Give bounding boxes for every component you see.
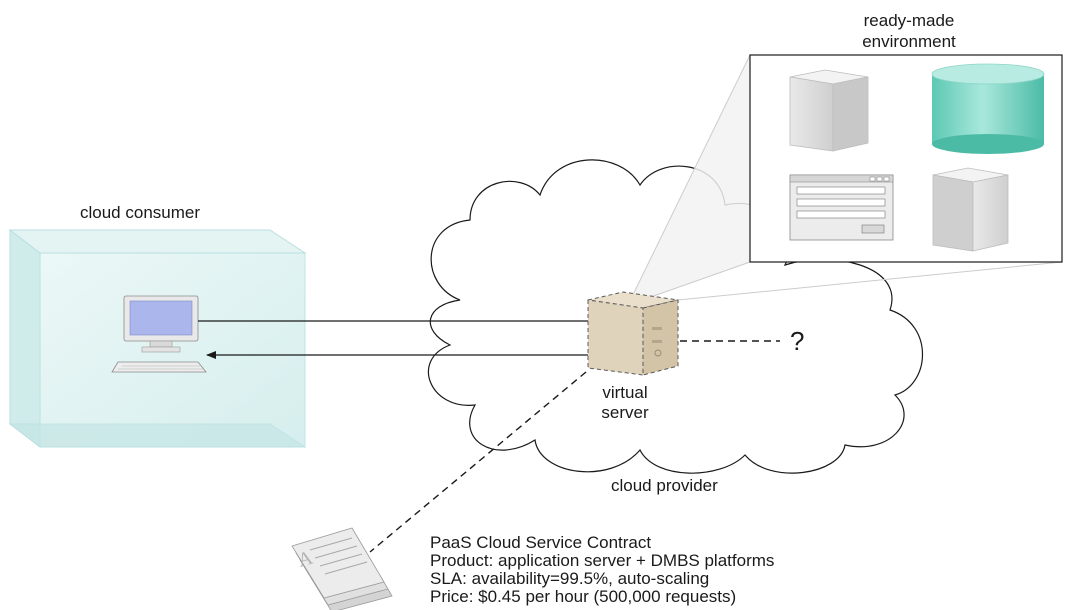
contract-line: Product: application server + DMBS platf… xyxy=(430,551,774,570)
question-mark: ? xyxy=(790,326,804,356)
virtual-server-icon xyxy=(587,291,679,376)
window-form-icon xyxy=(789,174,894,241)
server-box-icon xyxy=(789,69,869,152)
contract-line: Price: $0.45 per hour (500,000 requests) xyxy=(430,587,736,606)
virtual-server-label-line1: virtual xyxy=(602,383,647,402)
ready-made-label-line2: environment xyxy=(862,32,956,51)
cloud-consumer-label: cloud consumer xyxy=(80,203,200,222)
desktop-computer-icon xyxy=(111,295,207,373)
zoom-beam-edge xyxy=(627,261,1063,306)
document-stack-icon: A xyxy=(291,527,393,610)
cloud-provider-label: cloud provider xyxy=(611,476,718,495)
database-cylinder-icon xyxy=(931,63,1045,154)
server-box-icon xyxy=(932,167,1009,252)
contract-text: PaaS Cloud Service Contract Product: app… xyxy=(430,533,774,606)
contract-link xyxy=(369,371,587,553)
contract-line: PaaS Cloud Service Contract xyxy=(430,533,651,552)
cloud-consumer-box xyxy=(8,228,307,449)
zoom-beam-edge xyxy=(627,54,751,306)
virtual-server-label-line2: server xyxy=(601,403,649,422)
ready-made-environment-panel xyxy=(749,54,1063,263)
contract-line: SLA: availability=99.5%, auto-scaling xyxy=(430,569,709,588)
ready-made-label-line1: ready-made xyxy=(864,11,955,30)
svg-text:A: A xyxy=(295,547,315,572)
